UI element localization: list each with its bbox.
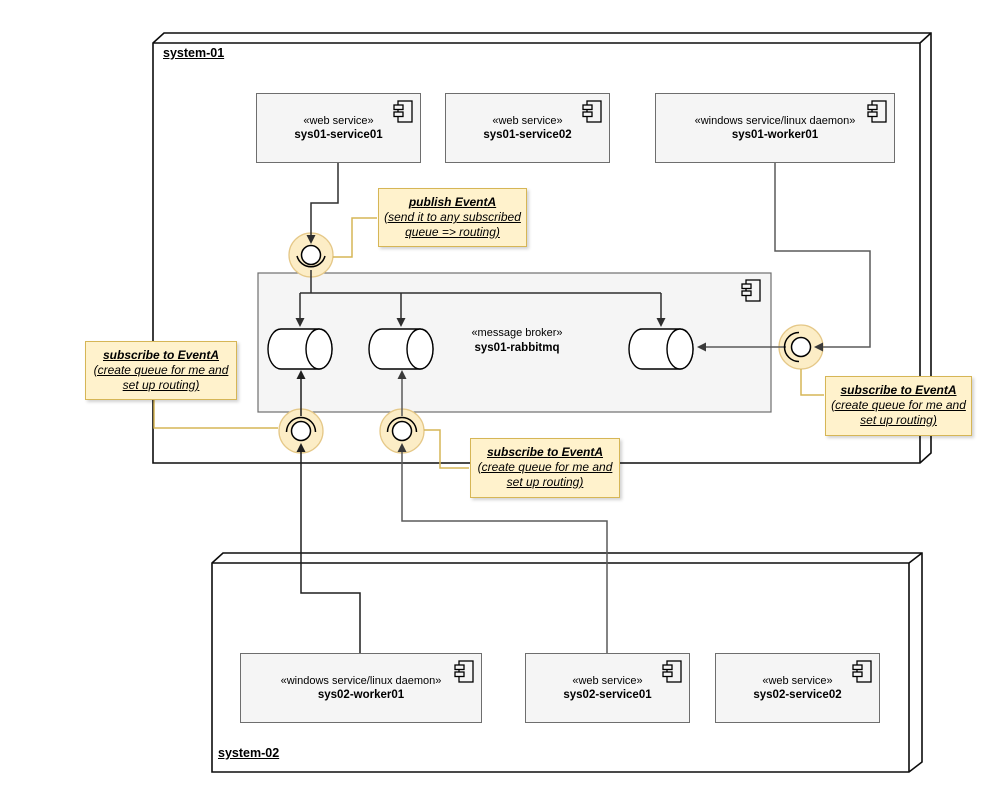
component-icon: [393, 100, 413, 123]
component-stereotype: «message broker»: [471, 327, 563, 339]
edge-sys02-worker01-arrows: [296, 370, 306, 452]
component-sys02-worker01[interactable]: «windows service/linux daemon» sys02-wor…: [240, 653, 482, 723]
component-icon: [662, 660, 682, 683]
note-title: subscribe to EventA: [840, 383, 957, 397]
ball-and-socket-icon-subscribe-middle[interactable]: [386, 416, 418, 442]
note-title: subscribe to EventA: [486, 445, 604, 459]
component-sys02-service02[interactable]: «web service» sys02-service02: [715, 653, 880, 723]
system02-label: system-02: [218, 746, 280, 760]
edge-publish-arrows: [295, 235, 666, 327]
component-sys01-worker01[interactable]: «windows service/linux daemon» sys01-wor…: [655, 93, 895, 163]
note-body: (create queue for me and set up routing): [93, 363, 229, 392]
component-stereotype: «web service»: [492, 115, 563, 127]
component-name: sys01-worker01: [731, 129, 819, 141]
ball-and-socket-icon-subscribe-right[interactable]: [783, 331, 812, 363]
component-sys01-service01[interactable]: «web service» sys01-service01: [256, 93, 421, 163]
note-link-subscribe-left: [153, 400, 278, 429]
queue-cylinder-1[interactable]: [267, 328, 333, 370]
component-name: sys02-worker01: [317, 689, 405, 701]
component-stereotype: «windows service/linux daemon»: [280, 675, 442, 687]
component-stereotype: «web service»: [303, 115, 374, 127]
note-body: (send it to any subscribed queue => rout…: [384, 210, 521, 239]
system01-label: system-01: [163, 46, 225, 60]
component-name: sys01-service01: [294, 129, 383, 141]
note-subscribe-middle[interactable]: subscribe to EventA (create queue for me…: [470, 438, 620, 498]
note-link-subscribe-right: [800, 369, 824, 396]
component-name: sys02-service02: [753, 689, 842, 701]
component-stereotype: «web service»: [762, 675, 833, 687]
component-name: sys01-rabbitmq: [474, 342, 560, 354]
component-icon: [867, 100, 887, 123]
note-body: (create queue for me and set up routing): [477, 460, 613, 489]
note-links[interactable]: [153, 217, 824, 469]
edge-sys02-worker01-subscribe[interactable]: [300, 379, 361, 653]
edge-worker01-arrows: [697, 342, 823, 352]
component-sys02-service01[interactable]: «web service» sys02-service01: [525, 653, 690, 723]
component-icon: [852, 660, 872, 683]
component-icon: [454, 660, 474, 683]
edge-sys02-service01-arrows: [397, 370, 407, 452]
note-title: subscribe to EventA: [102, 348, 220, 362]
component-icon: [741, 279, 761, 302]
edge-worker01-subscribe[interactable]: [706, 163, 871, 348]
component-stereotype: «web service»: [572, 675, 643, 687]
component-sys01-service02[interactable]: «web service» sys01-service02: [445, 93, 610, 163]
component-stereotype: «windows service/linux daemon»: [694, 115, 856, 127]
edge-sys02-service01-subscribe[interactable]: [401, 379, 608, 653]
queue-cylinder-3[interactable]: [628, 328, 694, 370]
edge-publish[interactable]: [299, 163, 662, 319]
note-link-subscribe-middle: [424, 429, 469, 469]
ball-and-socket-icon-subscribe-left[interactable]: [285, 416, 317, 442]
note-publish-eventa[interactable]: publish EventA (send it to any subscribe…: [378, 188, 527, 247]
note-subscribe-left[interactable]: subscribe to EventA (create queue for me…: [85, 341, 237, 400]
note-subscribe-right[interactable]: subscribe to EventA (create queue for me…: [825, 376, 972, 436]
ball-and-socket-icon-publish[interactable]: [296, 244, 326, 268]
queue-cylinder-2[interactable]: [368, 328, 434, 370]
component-icon: [582, 100, 602, 123]
note-title: publish EventA: [408, 195, 497, 209]
component-name: sys01-service02: [483, 129, 572, 141]
component-name: sys02-service01: [563, 689, 652, 701]
note-link-publish: [333, 217, 377, 258]
note-body: (create queue for me and set up routing): [831, 398, 966, 427]
broker-label: «message broker» sys01-rabbitmq: [417, 326, 617, 356]
